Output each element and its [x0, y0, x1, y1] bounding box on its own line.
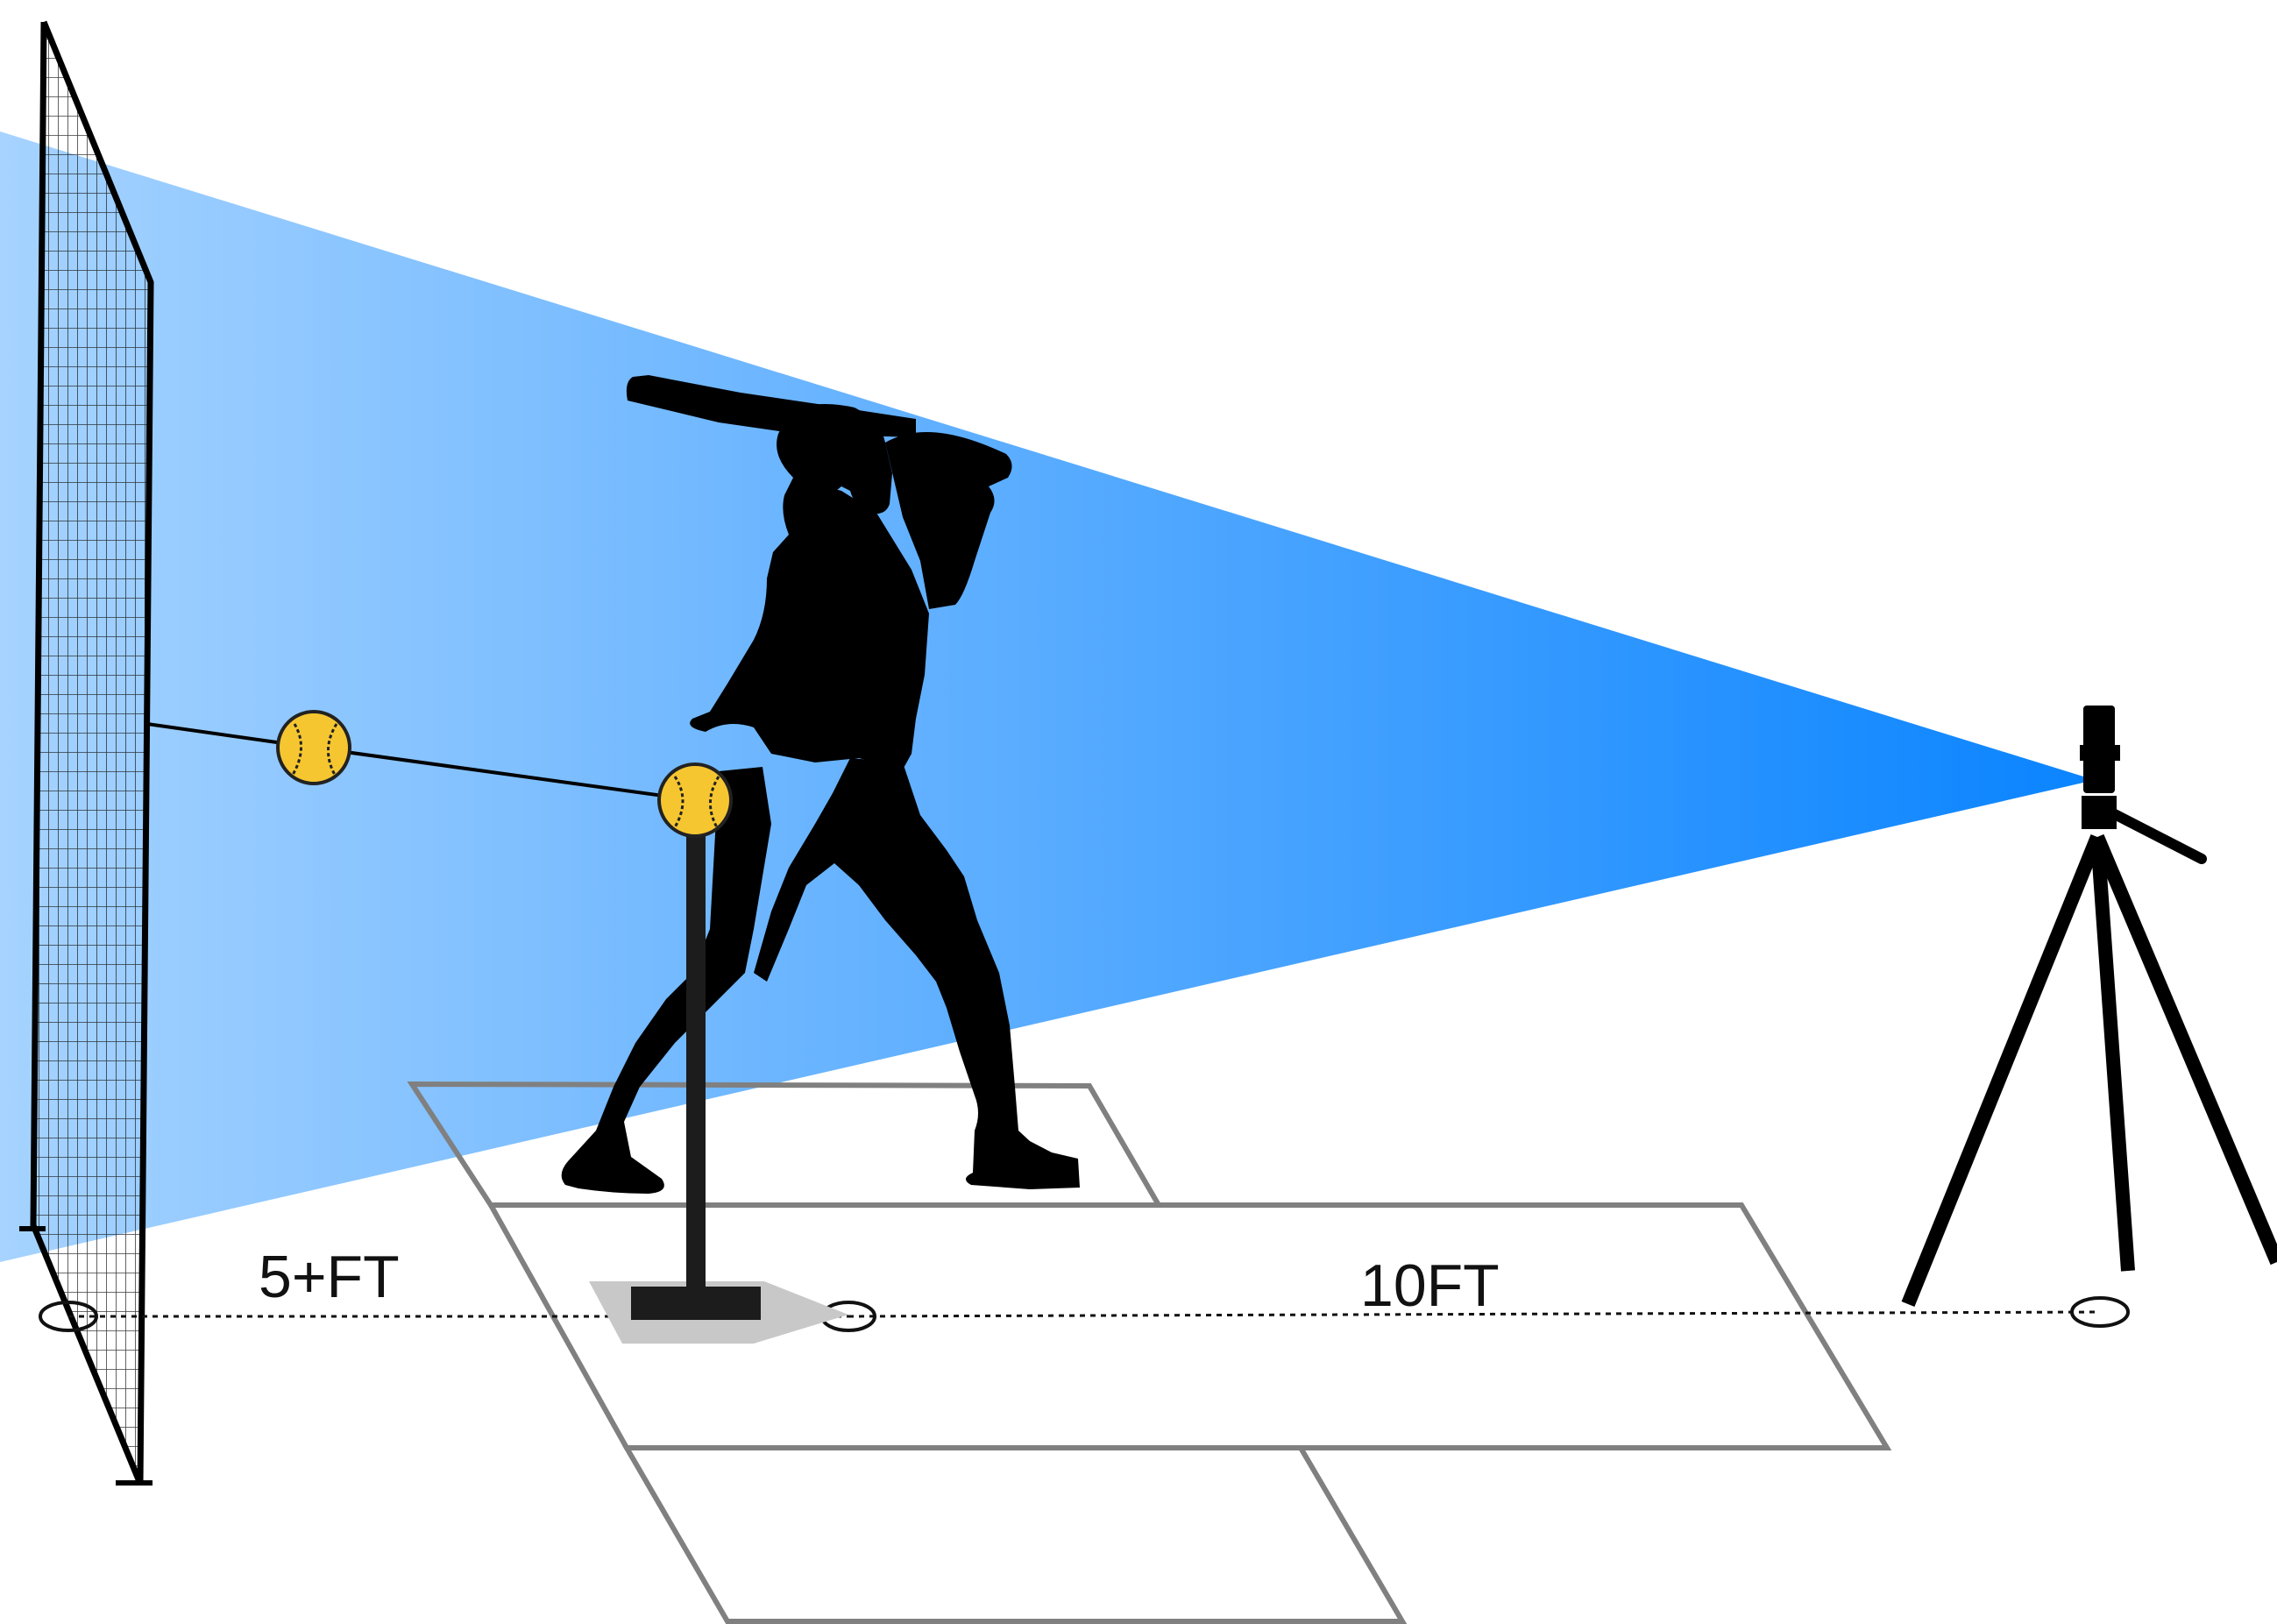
phone-camera-icon: [2080, 706, 2120, 793]
batting-net: [19, 22, 153, 1484]
net-distance-label: 5+FT: [259, 1244, 400, 1310]
distance-guide: 5+FT 10FT: [40, 1244, 2128, 1330]
softball-on-tee: [659, 764, 731, 836]
camera-distance-label: 10FT: [1360, 1252, 1500, 1319]
softball: [278, 712, 350, 784]
camera-field-of-view: [0, 131, 2095, 1262]
